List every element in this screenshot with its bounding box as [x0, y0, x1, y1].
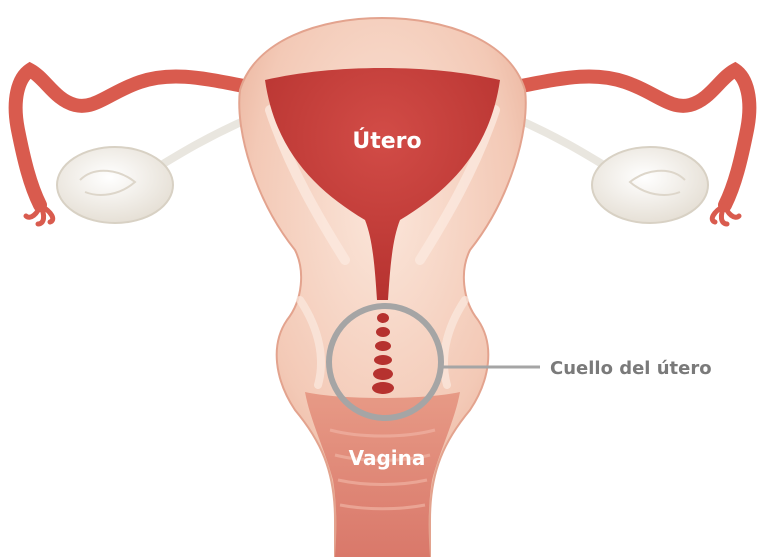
- left-ovary: [57, 147, 173, 223]
- right-ovary: [592, 147, 708, 223]
- label-vagina: Vagina: [349, 446, 426, 470]
- label-cervix: Cuello del útero: [550, 358, 712, 379]
- label-uterus: Útero: [352, 128, 421, 154]
